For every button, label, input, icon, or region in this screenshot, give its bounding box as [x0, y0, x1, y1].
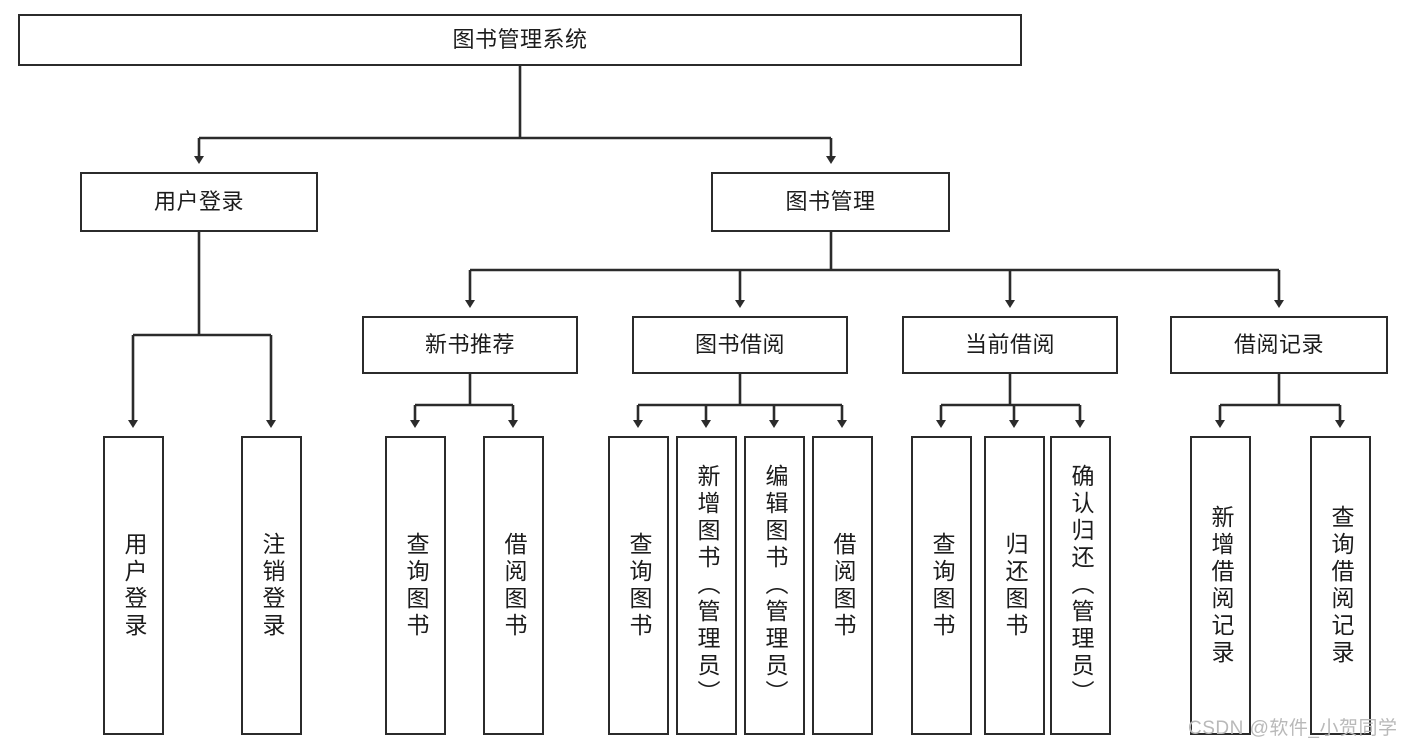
leaf-logout-label: 注销登录: [259, 531, 285, 640]
leaf-query-book-borrow-label: 查询图书: [626, 531, 652, 640]
leaf-confirm-return-admin[interactable]: 确认归还（管理员）: [1050, 436, 1111, 735]
leaf-query-book-newbook[interactable]: 查询图书: [385, 436, 446, 735]
node-user-login-label: 用户登录: [153, 188, 244, 214]
leaf-user-login[interactable]: 用户登录: [103, 436, 164, 735]
leaf-query-book-current-label: 查询图书: [929, 531, 955, 640]
leaf-confirm-return-admin-label: 确认归还（管理员）: [1068, 464, 1094, 707]
leaf-edit-book-admin[interactable]: 编辑图书（管理员）: [744, 436, 805, 735]
leaf-query-borrow-record[interactable]: 查询借阅记录: [1310, 436, 1371, 735]
leaf-borrow-book-newbook[interactable]: 借阅图书: [483, 436, 544, 735]
leaf-query-book-newbook-label: 查询图书: [403, 531, 429, 640]
node-new-book-recommend-label: 新书推荐: [424, 331, 515, 357]
leaf-return-book[interactable]: 归还图书: [984, 436, 1045, 735]
leaf-borrow-book-borrow-label: 借阅图书: [830, 531, 856, 640]
leaf-add-borrow-record-label: 新增借阅记录: [1208, 504, 1234, 667]
node-new-book-recommend[interactable]: 新书推荐: [362, 316, 578, 374]
leaf-borrow-book-newbook-label: 借阅图书: [501, 531, 527, 640]
node-borrow-record[interactable]: 借阅记录: [1170, 316, 1388, 374]
leaf-query-book-current[interactable]: 查询图书: [911, 436, 972, 735]
node-root-label: 图书管理系统: [452, 26, 588, 52]
leaf-logout[interactable]: 注销登录: [241, 436, 302, 735]
leaf-add-borrow-record[interactable]: 新增借阅记录: [1190, 436, 1251, 735]
leaf-query-book-borrow[interactable]: 查询图书: [608, 436, 669, 735]
leaf-return-book-label: 归还图书: [1002, 531, 1028, 640]
node-book-borrow[interactable]: 图书借阅: [632, 316, 848, 374]
leaf-add-book-admin-label: 新增图书（管理员）: [694, 464, 720, 707]
node-book-management-label: 图书管理: [785, 188, 876, 214]
node-user-login[interactable]: 用户登录: [80, 172, 318, 232]
leaf-borrow-book-borrow[interactable]: 借阅图书: [812, 436, 873, 735]
node-borrow-record-label: 借阅记录: [1233, 331, 1324, 357]
leaf-user-login-label: 用户登录: [121, 531, 147, 640]
node-book-borrow-label: 图书借阅: [694, 331, 785, 357]
leaf-edit-book-admin-label: 编辑图书（管理员）: [762, 464, 788, 707]
leaf-query-borrow-record-label: 查询借阅记录: [1328, 504, 1354, 667]
leaf-add-book-admin[interactable]: 新增图书（管理员）: [676, 436, 737, 735]
node-current-borrow-label: 当前借阅: [964, 331, 1055, 357]
node-book-management[interactable]: 图书管理: [711, 172, 950, 232]
node-current-borrow[interactable]: 当前借阅: [902, 316, 1118, 374]
node-root[interactable]: 图书管理系统: [18, 14, 1022, 66]
